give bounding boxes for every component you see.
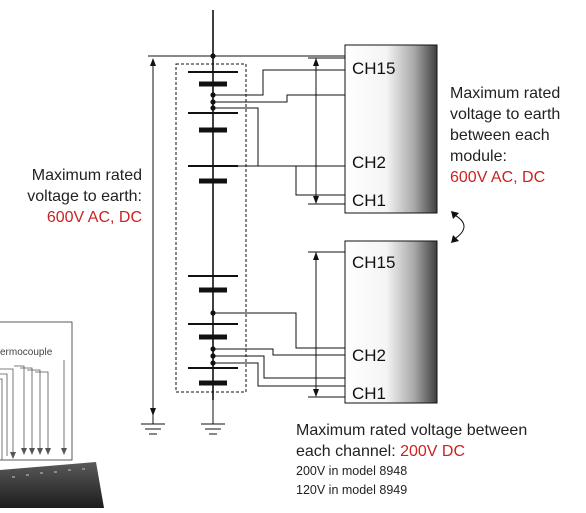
- module-bottom: [344, 240, 438, 404]
- module-note-line3: between each: [450, 127, 550, 144]
- module-note-line1: Maximum rated: [450, 85, 561, 102]
- channel-dimension-arrows: [308, 57, 345, 398]
- module-note-line2: voltage to earth: [450, 106, 561, 123]
- earth-voltage-note: Maximum rated voltage to earth: 600V AC,…: [12, 165, 142, 228]
- module-top-ch1: CH1: [352, 191, 386, 210]
- module-top-ch2: CH2: [352, 153, 386, 172]
- module-top: [344, 44, 438, 214]
- thermocouple-label: ermocouple: [0, 347, 53, 358]
- ground-icon: [141, 423, 165, 435]
- thermocouple-inset: [0, 321, 104, 508]
- double-arrow-icon: [451, 211, 465, 243]
- earth-note-value: 600V AC, DC: [46, 209, 142, 226]
- channel-note-model-a: 200V in model 8948: [296, 464, 408, 478]
- battery-pack-box: [175, 63, 247, 393]
- channel-note-value: 200V DC: [400, 443, 465, 460]
- module-bottom-ch2: CH2: [352, 346, 386, 365]
- ground-icon: [201, 423, 225, 435]
- earth-note-line1: Maximum rated: [31, 167, 142, 184]
- channel-note-model-b: 120V in model 8949: [296, 483, 408, 497]
- earth-dimension-arrow: [150, 58, 214, 424]
- module-top-ch15: CH15: [352, 59, 395, 78]
- module-bottom-ch1: CH1: [352, 384, 386, 403]
- channel-note-line2: each channel: 200V DC: [296, 441, 584, 462]
- module-note-value: 600V AC, DC: [450, 169, 546, 186]
- earth-note-line2: voltage to earth:: [27, 188, 142, 205]
- channel-note-prefix: each channel:: [296, 443, 401, 460]
- channel-voltage-note: Maximum rated voltage between each chann…: [296, 420, 584, 500]
- module-bottom-ch15: CH15: [352, 253, 395, 272]
- battery-string: [188, 66, 238, 400]
- module-note-line4: module:: [450, 148, 507, 165]
- channel-note-line1: Maximum rated voltage between: [296, 422, 528, 439]
- module-voltage-note: Maximum rated voltage to earth between e…: [450, 83, 586, 188]
